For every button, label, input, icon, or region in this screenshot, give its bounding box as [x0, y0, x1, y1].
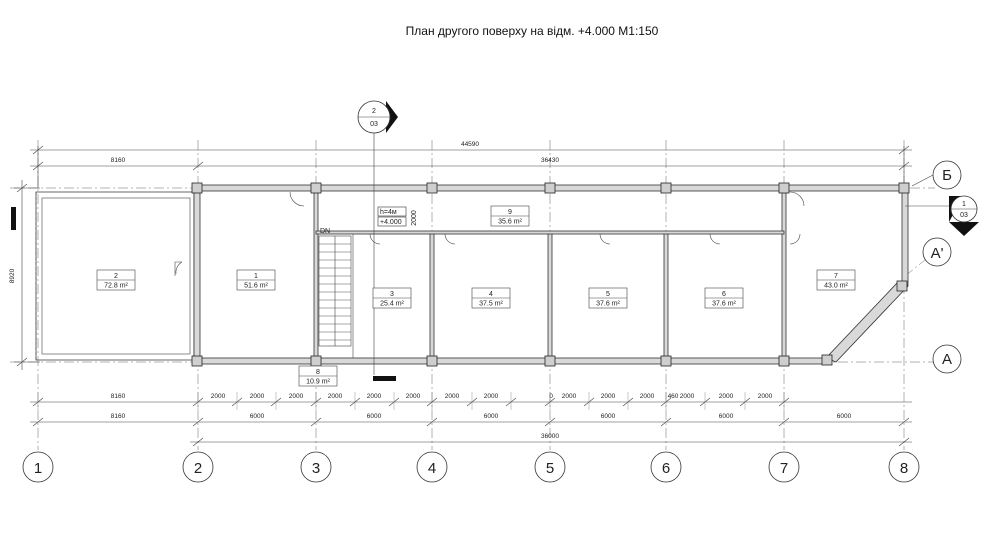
axis-number: 6	[662, 460, 670, 477]
axis-letter-a-prime: А'	[931, 245, 944, 262]
room-area: 37.6 m²	[712, 301, 736, 308]
section-mark-2: 2 03	[357, 100, 398, 375]
room-area: 37.5 m²	[479, 301, 503, 308]
dim-row1-value: 2000	[328, 393, 343, 400]
dim-row1-value: 2000	[484, 393, 499, 400]
room-number: 3	[390, 291, 394, 298]
room-number: 6	[722, 291, 726, 298]
room-area: 72.8 m²	[104, 283, 128, 290]
room-area: 43.0 m²	[824, 283, 848, 290]
dim-top-left: 8160	[111, 157, 126, 164]
section-cut-marker-bottom	[373, 376, 396, 381]
axis-number: 4	[428, 460, 436, 477]
dim-row3: 36000	[541, 433, 559, 440]
dim-row1-value: 2000	[367, 393, 382, 400]
room-area: 51.6 m²	[244, 283, 268, 290]
axis-number: 5	[546, 460, 554, 477]
interior-walls	[313, 190, 787, 359]
dim-row2-value: 6000	[250, 413, 265, 420]
dim-row2-value: 6000	[601, 413, 616, 420]
axis-number: 8	[900, 460, 908, 477]
room-tags: 1 51.6 m² 2 72.8 m² 3 25.4 m² 4 37.5 m² 5 37.6 m²…	[96, 205, 856, 387]
dim-overall: 44590	[461, 141, 479, 148]
axis-number: 3	[312, 460, 320, 477]
dim-row1-value: 2000	[719, 393, 734, 400]
dim-row1-value: 2000	[758, 393, 773, 400]
axis-bubble	[300, 451, 332, 483]
axis-bubble	[768, 451, 800, 483]
dim-row1-value: 8160	[111, 393, 126, 400]
dim-left-vertical: 8920	[9, 268, 16, 283]
left-wing	[35, 191, 195, 361]
room-area: 37.6 m²	[596, 301, 620, 308]
room-area: 10.9 m²	[306, 379, 330, 386]
dim-row1-value: 2000	[406, 393, 421, 400]
axis-number: 2	[194, 460, 202, 477]
door-swings	[289, 191, 805, 245]
axis-letter-bubbles: Б А' А	[911, 160, 962, 374]
axis-bubble	[650, 451, 682, 483]
stair-label: DN	[320, 228, 330, 235]
level-mark-h: h=4м	[380, 209, 397, 216]
dim-row1-value: 0	[549, 393, 553, 400]
room-number: 8	[316, 369, 320, 376]
left-dimension: 8920	[9, 180, 40, 370]
room-number: 1	[254, 273, 258, 280]
level-mark-level: +4.000	[380, 219, 402, 226]
bottom-dimensions: 8160 2000 2000 2000 2000 2000 2000 2000 2000 0 200…	[30, 392, 912, 447]
axis-letter-b: Б	[942, 167, 952, 184]
room-area: 25.4 m²	[380, 301, 404, 308]
dim-row1-value: 2000	[289, 393, 304, 400]
stair-dim: 2000	[411, 210, 418, 226]
dim-row1-value: 2000	[250, 393, 265, 400]
axis-bubble	[416, 451, 448, 483]
room-number: 2	[114, 273, 118, 280]
dim-row1-value: 2000	[445, 393, 460, 400]
dim-row2-value: 6000	[367, 413, 382, 420]
section-cut-marker	[11, 207, 16, 230]
section-mark-1: 1 03	[905, 195, 979, 236]
axis-number-bubbles: 1 2 3 4 5 6 7 8	[22, 451, 920, 483]
axis-bubble	[22, 451, 54, 483]
room-number: 4	[489, 291, 493, 298]
drawing-title: План другого поверху на відм. +4.000 М1:…	[406, 24, 659, 38]
axis-bubble	[534, 451, 566, 483]
room-number: 7	[834, 273, 838, 280]
section-mark-1-num: 1	[962, 201, 966, 208]
dim-row1-value: 2000	[211, 393, 226, 400]
section-mark-2-sheet: 03	[370, 121, 378, 128]
axis-bubble	[182, 451, 214, 483]
dim-row2-value: 8160	[111, 413, 126, 420]
room-number: 9	[508, 209, 512, 216]
room-number: 5	[606, 291, 610, 298]
section-mark-2-num: 2	[372, 108, 376, 115]
dim-row1-value: 2000	[562, 393, 577, 400]
dim-row2-value: 6000	[484, 413, 499, 420]
level-mark: h=4м +4.000 2000	[377, 206, 418, 227]
stair: DN	[318, 228, 352, 347]
dim-row1-value: 460	[668, 393, 679, 400]
section-mark-1-sheet: 03	[960, 212, 968, 219]
axis-number: 7	[780, 460, 788, 477]
columns	[191, 182, 910, 367]
dim-row2-value: 6000	[837, 413, 852, 420]
dim-row1-value: 2000	[640, 393, 655, 400]
room-area: 35.6 m²	[498, 219, 522, 226]
dim-row1-value: 2000	[680, 393, 695, 400]
axis-bubble	[888, 451, 920, 483]
axis-number: 1	[34, 460, 42, 477]
top-dimensions: 44590 8160 36430	[30, 141, 912, 188]
dim-row1-value: 2000	[601, 393, 616, 400]
axis-letter-a: А	[942, 351, 952, 368]
dim-top-right: 36430	[541, 157, 559, 164]
dim-row2-value: 6000	[719, 413, 734, 420]
